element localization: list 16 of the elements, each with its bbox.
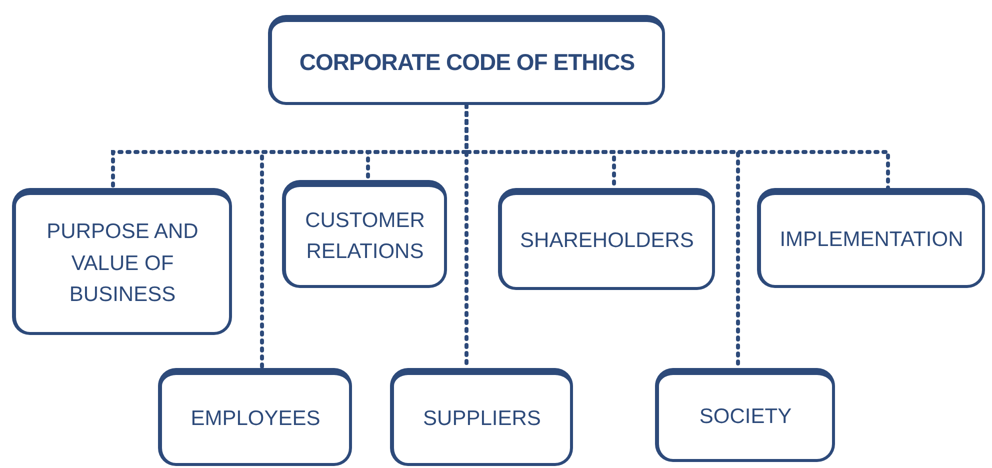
rounded-box — [390, 368, 573, 466]
rounded-box — [12, 188, 232, 335]
box-label: CUSTOMER RELATIONS — [304, 208, 426, 265]
box-label: IMPLEMENTATION — [780, 227, 964, 254]
rounded-box — [498, 188, 715, 290]
box-label: EMPLOYEES — [190, 406, 320, 432]
box-label: SHAREHOLDERS — [520, 228, 694, 254]
rounded-box — [158, 368, 352, 466]
rounded-box — [757, 188, 985, 288]
box-label: SUPPLIERS — [423, 406, 541, 432]
box-label: SOCIETY — [699, 404, 792, 430]
rounded-box — [655, 368, 835, 462]
rounded-box — [282, 180, 447, 288]
box-label: CORPORATE CODE OF ETHICS — [299, 48, 635, 77]
rounded-box — [268, 15, 665, 105]
box-label: PURPOSE AND VALUE OF BUSINESS — [46, 219, 200, 308]
